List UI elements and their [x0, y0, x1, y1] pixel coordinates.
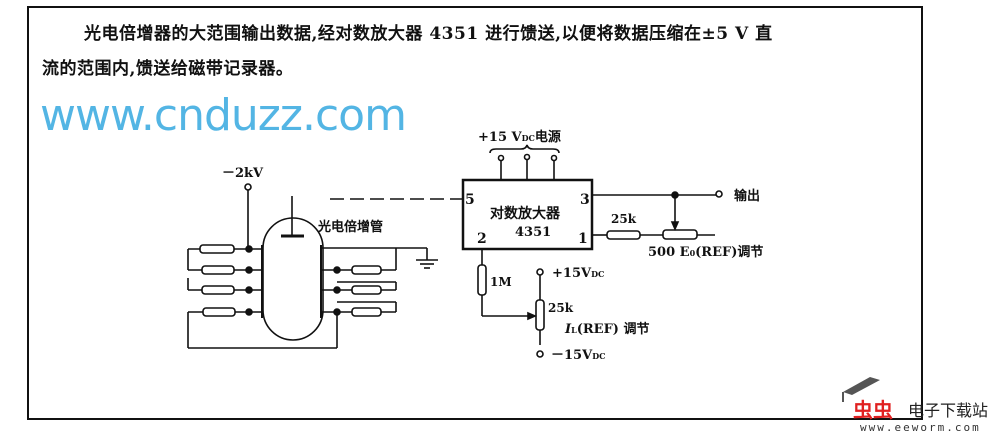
pin-2-label: 2 — [477, 231, 487, 247]
figure-frame — [27, 6, 923, 420]
resistor-25k-label: 25k — [611, 212, 637, 226]
potentiometer-500-eo — [662, 229, 698, 240]
ic-title: 对数放大器 — [490, 205, 561, 222]
neg-supply-label: －15VDC — [551, 348, 606, 363]
hv-supply-label: －2kV — [222, 166, 264, 181]
il-ref-adjust-label: IL(REF) 调节 — [564, 321, 650, 337]
description-line-2: 流的范围内,馈送给磁带记录器。 — [42, 59, 294, 79]
graduation-cap-icon — [842, 377, 880, 402]
ic-part-number: 4351 — [515, 225, 551, 240]
output-terminal — [715, 190, 723, 198]
log-amplifier-ic — [461, 178, 594, 251]
pmt-label: 光电倍增管 — [317, 219, 383, 235]
power-label: +15 VDC电源 — [478, 129, 561, 145]
pin-3-label: 3 — [580, 192, 590, 208]
eo-ref-adjust-label: 500 E0(REF)调节 — [648, 244, 763, 260]
watermark: www.cnduzz.com — [40, 90, 407, 141]
pos-supply-label: +15VDC — [552, 266, 604, 281]
pin-1-label: 1 — [578, 231, 588, 247]
logo-url: www.eeworm.com — [860, 421, 981, 434]
logo-site-name: 电子下载站 — [908, 401, 989, 420]
resistor-25k — [606, 230, 641, 240]
logo-brand: 虫虫 — [853, 398, 893, 422]
pin-5-label: 5 — [465, 192, 475, 208]
output-label: 输出 — [734, 188, 760, 204]
left-divider-chain — [187, 244, 337, 349]
resistor-1m — [477, 264, 487, 296]
description-line-1: 光电倍增器的大范围输出数据,经对数放大器 4351 进行馈送,以便将数据压缩在±… — [84, 24, 773, 44]
potentiometer-25k-il — [535, 299, 545, 331]
right-divider-chain — [321, 247, 438, 348]
pot-25k-label: 25k — [548, 301, 574, 315]
hv-terminal — [244, 183, 252, 191]
resistor-1m-label: 1M — [490, 275, 512, 289]
